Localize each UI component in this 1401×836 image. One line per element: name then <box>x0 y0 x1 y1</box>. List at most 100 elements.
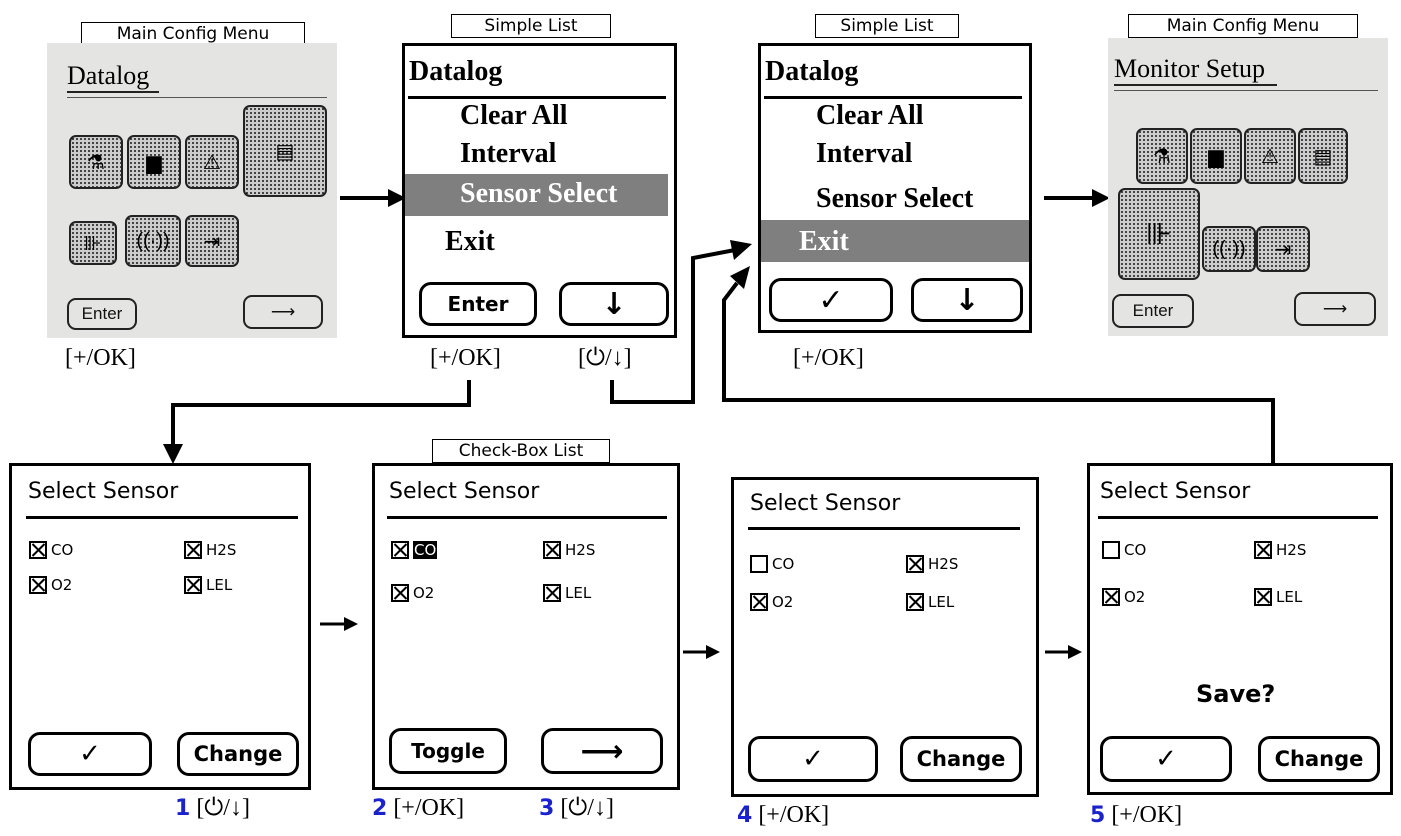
step-number: 3 <box>539 796 555 821</box>
change-button-label: Change <box>1274 747 1364 771</box>
sensor-checkbox-h2s[interactable]: H2S <box>1254 541 1306 559</box>
bar-graph-icon: ▆ <box>127 135 181 189</box>
sensor-label: O2 <box>51 576 73 594</box>
sensor-label: CO <box>772 555 795 573</box>
confirm-button[interactable]: ✓ <box>28 732 152 776</box>
checked-box-icon <box>906 593 924 611</box>
photo-title: Datalog <box>67 61 160 93</box>
caption-simple-list: Simple List <box>451 14 611 38</box>
select-sensor-screen-1: Select Sensor CO H2S O2 LEL ✓ Change <box>9 463 311 790</box>
list-item-clear-all[interactable]: Clear All <box>460 100 568 131</box>
bar-graph-icon: ▆ <box>1190 128 1242 184</box>
confirm-button[interactable]: ✓ <box>769 278 893 322</box>
sensor-checkbox-o2[interactable]: O2 <box>391 584 434 602</box>
list-item-interval[interactable]: Interval <box>816 138 913 169</box>
list-item-clear-all[interactable]: Clear All <box>816 100 924 131</box>
step-number: 1 <box>175 796 191 821</box>
checked-box-icon <box>1102 588 1120 606</box>
sensor-checkbox-o2[interactable]: O2 <box>1102 588 1145 606</box>
sensor-label: LEL <box>928 593 955 611</box>
photo-enter-button: Enter <box>67 298 137 330</box>
sensor-icon: ⚗ <box>1136 128 1188 184</box>
enter-button[interactable]: Enter <box>419 282 537 326</box>
sensor-checkbox-lel[interactable]: LEL <box>906 593 954 611</box>
sensor-checkbox-co[interactable]: CO <box>29 541 73 559</box>
next-button[interactable]: ⟶ <box>541 728 663 774</box>
list-item-sensor-select[interactable]: Sensor Select <box>816 183 974 214</box>
photo-rule <box>1114 90 1378 91</box>
right-arrow-icon: ⟶ <box>580 733 624 769</box>
exit-icon: ⇥ <box>1256 226 1310 272</box>
step-3-key: 3[⏻/↓] <box>539 795 614 822</box>
list-item-interval[interactable]: Interval <box>460 138 557 169</box>
sensor-label: LEL <box>206 576 233 594</box>
datalog-icon: ▤ <box>1298 128 1348 184</box>
settings-icon: ⊪ <box>69 221 117 265</box>
datalog-icon: ▤ <box>243 105 327 197</box>
sensor-checkbox-lel[interactable]: LEL <box>543 584 591 602</box>
step-4-key: 4[+/OK] <box>737 802 829 829</box>
step-key: [⏻/↓] <box>196 795 250 821</box>
sensor-label: LEL <box>565 584 592 602</box>
sensor-checkbox-o2[interactable]: O2 <box>750 593 793 611</box>
sensor-checkbox-co-unchecked[interactable]: CO <box>750 555 794 573</box>
list-item-sensor-select-selected[interactable]: Sensor Select <box>405 174 668 216</box>
sensor-checkbox-o2[interactable]: O2 <box>29 576 72 594</box>
sensor-checkbox-co-highlighted[interactable]: CO <box>391 541 438 559</box>
screen-title: Select Sensor <box>750 491 901 516</box>
sensor-checkbox-h2s[interactable]: H2S <box>906 555 958 573</box>
down-button[interactable]: ↓ <box>559 282 669 326</box>
key-label-ok-3: [+/OK] <box>793 345 864 371</box>
checked-box-icon <box>1254 541 1272 559</box>
checkmark-icon: ✓ <box>802 744 824 774</box>
right-arrow-icon: ⟶ <box>1322 299 1348 318</box>
sensor-checkbox-lel[interactable]: LEL <box>184 576 232 594</box>
device-photo-datalog-menu: Datalog ⚗ ▆ ⚠ ▤ ⊪ ((·)) ⇥ Enter ⟶ <box>47 43 337 338</box>
sensor-checkbox-lel[interactable]: LEL <box>1254 588 1302 606</box>
checked-box-icon <box>543 541 561 559</box>
sensor-checkbox-h2s[interactable]: H2S <box>543 541 595 559</box>
list-title-rule <box>408 96 666 99</box>
change-button[interactable]: Change <box>177 732 299 776</box>
confirm-button[interactable]: ✓ <box>748 736 878 782</box>
change-button-label: Change <box>193 742 283 766</box>
caption-check-box-list: Check-Box List <box>432 439 610 463</box>
title-rule <box>1098 516 1378 519</box>
sensor-checkbox-h2s[interactable]: H2S <box>184 541 236 559</box>
change-button[interactable]: Change <box>1258 736 1380 782</box>
step-key: [+/OK] <box>758 802 830 828</box>
step-5-key: 5[+/OK] <box>1090 802 1182 829</box>
sensor-label: H2S <box>206 541 237 559</box>
sensor-label: O2 <box>772 593 794 611</box>
list-item-exit-selected[interactable]: Exit <box>761 220 1029 262</box>
sensor-label: O2 <box>413 584 435 602</box>
step-2-key: 2[+/OK] <box>372 795 464 822</box>
down-button[interactable]: ↓ <box>911 278 1023 322</box>
list-item-exit[interactable]: Exit <box>445 226 495 257</box>
flow-arrow <box>1044 189 1110 207</box>
checked-box-icon <box>906 555 924 573</box>
unchecked-box-icon <box>1102 541 1120 559</box>
photo-title: Monitor Setup <box>1114 54 1277 86</box>
step-number: 5 <box>1090 803 1106 828</box>
toggle-button[interactable]: Toggle <box>389 728 507 774</box>
sensor-icon: ⚗ <box>69 135 123 189</box>
list-title: Datalog <box>765 56 859 87</box>
alarm-icon: ⚠ <box>185 135 239 189</box>
unchecked-box-icon <box>750 555 768 573</box>
key-label-ok-2: [+/OK] <box>430 345 501 371</box>
alarm-icon: ⚠ <box>1244 128 1296 184</box>
key-label-power-down-1: [⏻/↓] <box>578 345 632 371</box>
sensor-label: CO <box>51 541 74 559</box>
sensor-label: LEL <box>1276 588 1303 606</box>
caption-main-config-menu: Main Config Menu <box>81 22 305 46</box>
photo-enter-label: Enter <box>81 304 123 323</box>
change-button[interactable]: Change <box>900 736 1022 782</box>
wireless-icon: ((·)) <box>125 215 181 267</box>
confirm-button[interactable]: ✓ <box>1100 736 1232 782</box>
toggle-button-label: Toggle <box>411 739 485 763</box>
sensor-checkbox-co-unchecked[interactable]: CO <box>1102 541 1146 559</box>
photo-next-button: ⟶ <box>1294 292 1376 326</box>
sensor-label: H2S <box>928 555 959 573</box>
